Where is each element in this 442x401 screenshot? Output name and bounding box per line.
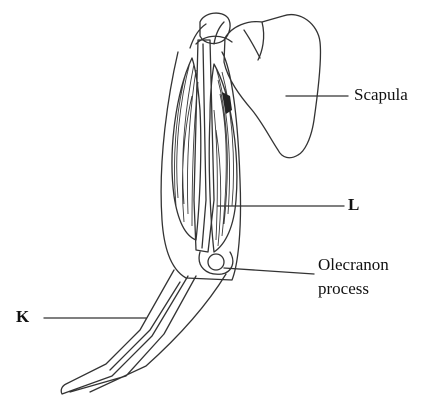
forearm-inner-line: [110, 282, 180, 370]
label-k: K: [16, 308, 29, 326]
olecranon-joint: [208, 254, 224, 270]
scapula-fold: [244, 30, 260, 58]
humerus-inner-line: [202, 44, 206, 248]
label-process: process: [318, 280, 369, 298]
label-l: L: [348, 196, 359, 214]
olecranon-outline: [199, 252, 233, 274]
ulna-bone: [90, 274, 226, 392]
label-scapula: Scapula: [354, 86, 408, 104]
label-olecranon: Olecranon: [318, 256, 389, 274]
olecranon-leader-line: [224, 268, 314, 274]
scapula-bone: [224, 15, 321, 158]
triceps-dark-patch: [222, 92, 232, 114]
